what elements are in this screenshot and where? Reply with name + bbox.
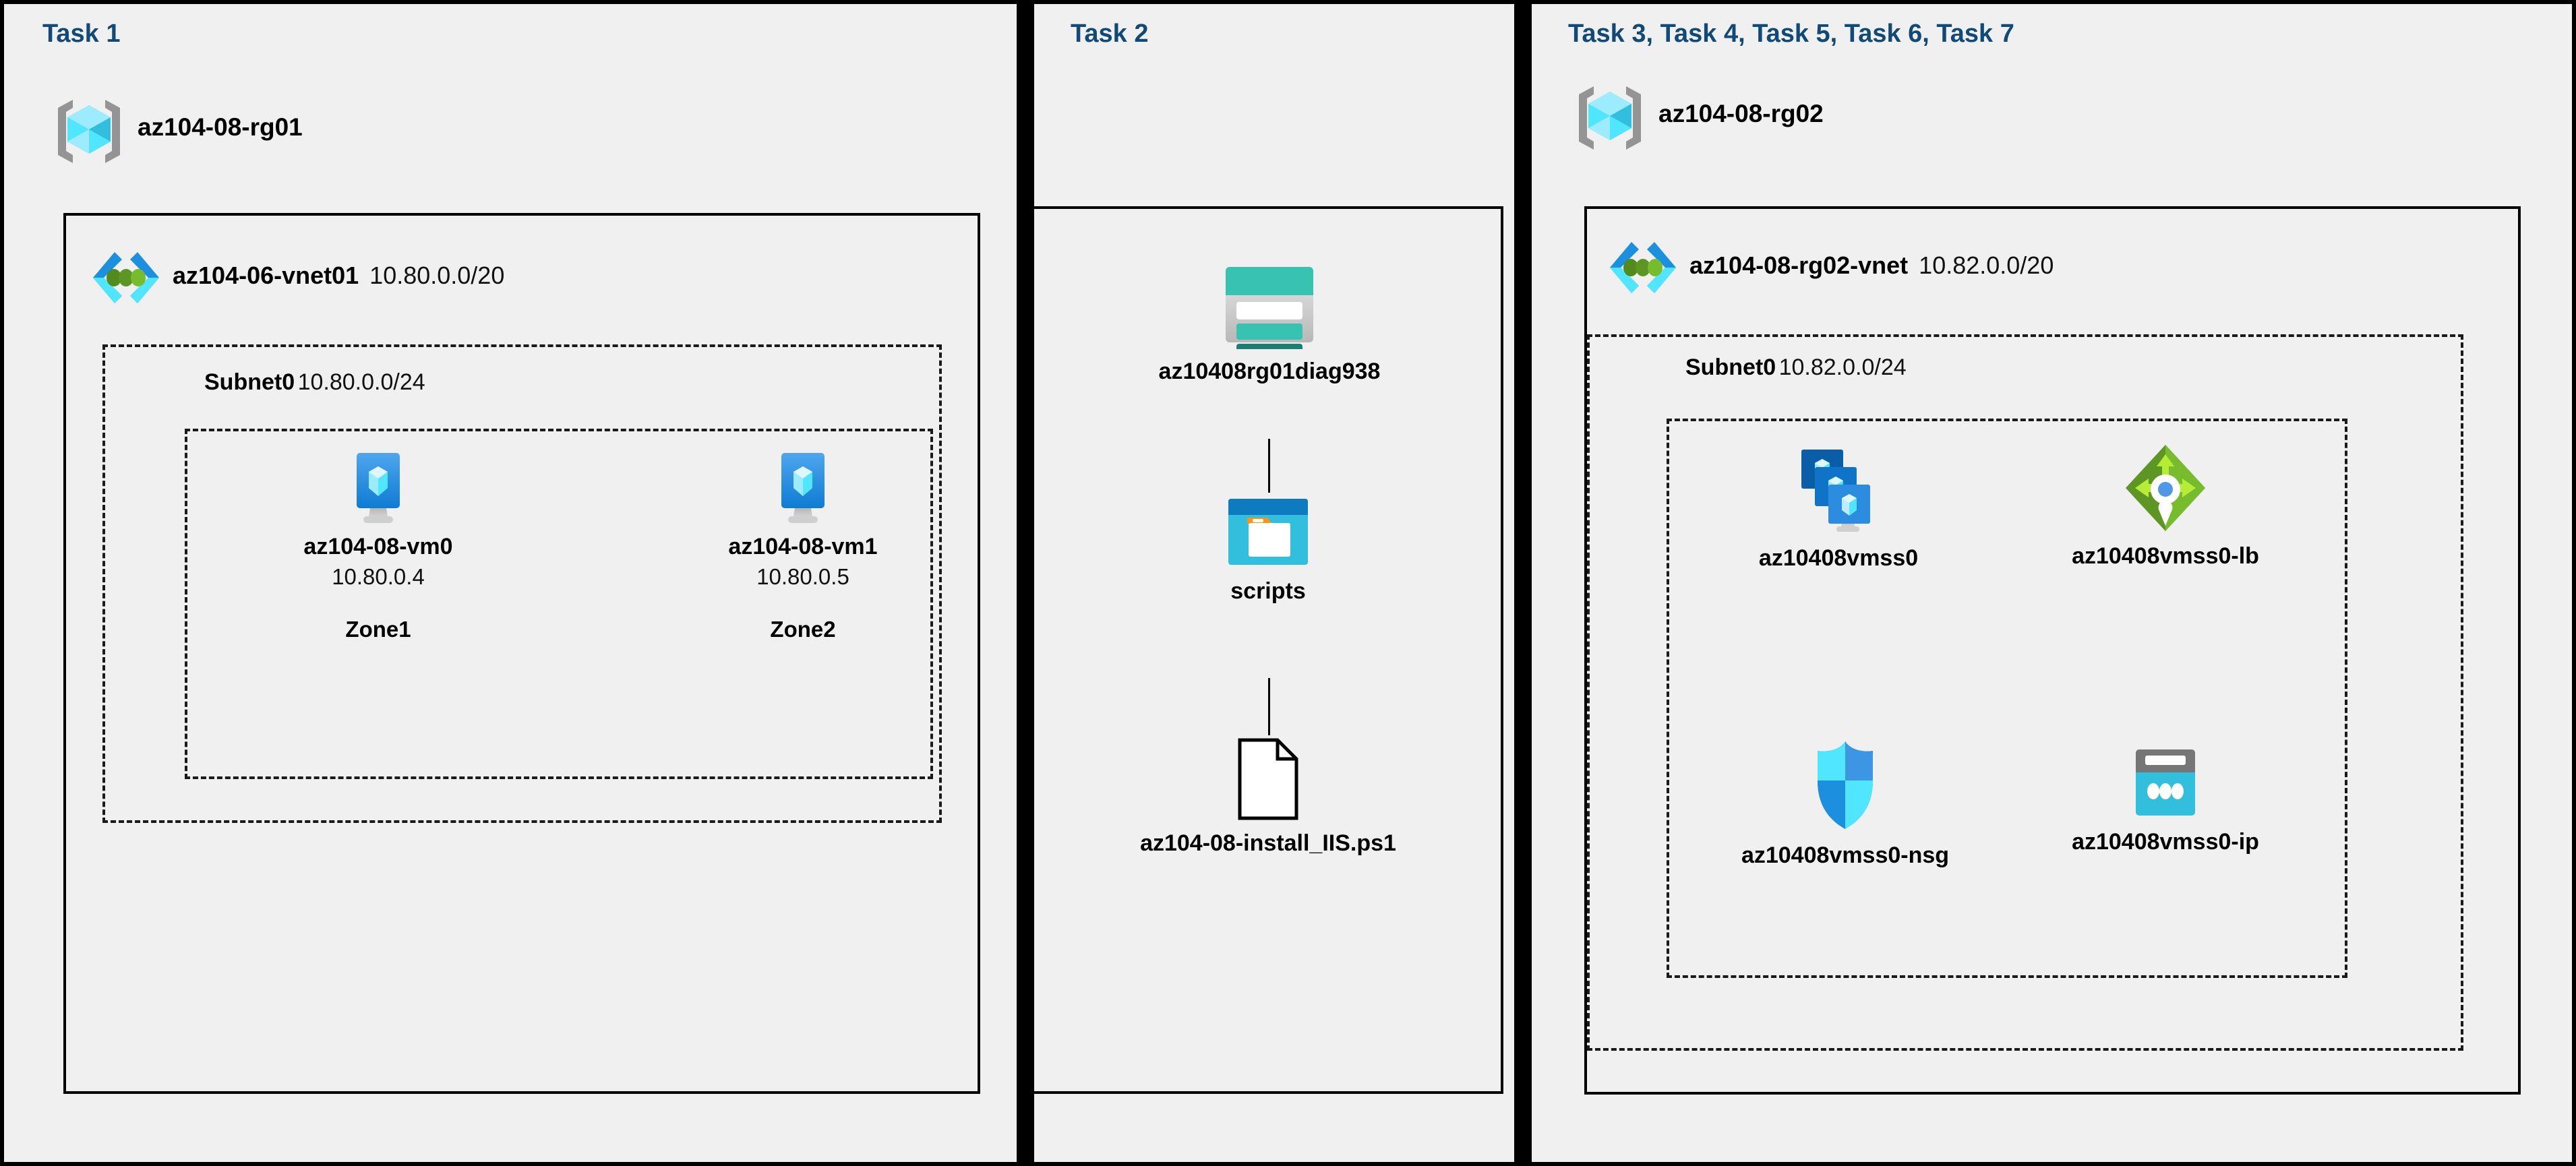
node-az104-08-vm0: az104-08-vm0 10.80.0.4 Zone1	[294, 449, 462, 642]
vnet-box-rg01	[63, 213, 980, 1094]
vm-zone-group-box	[185, 429, 933, 779]
subnet-box-rg02	[1587, 334, 2463, 1051]
task-2-heading: Task 2	[1071, 20, 1149, 48]
task-3-7-panel: Task 3, Task 4, Task 5, Task 6, Task 7 a…	[1532, 0, 2576, 1166]
subnet-name-rg02: Subnet0	[1685, 355, 1776, 380]
node-scripts: scripts	[1167, 495, 1369, 605]
vnet-cidr-az104-08-rg02-vnet: 10.82.0.0/20	[1919, 251, 2054, 279]
node-label-az10408rg01diag938: az10408rg01diag938	[1158, 359, 1381, 384]
node-az10408rg01diag938: az10408rg01diag938	[1151, 260, 1387, 385]
load-balancer-icon	[2123, 442, 2208, 534]
vnet-name-az104-08-rg02-vnet: az104-08-rg02-vnet	[1689, 251, 1909, 279]
virtual-network-icon	[1607, 230, 1679, 301]
vnet-header-az104-08-rg02-vnet: az104-08-rg02-vnet 10.82.0.0/20	[1607, 230, 2054, 301]
resource-group-name-rg02: az104-08-rg02	[1658, 100, 1824, 127]
subnet-header-rg01: Subnet0 10.80.0.0/24	[204, 369, 425, 396]
vnet-name-az104-06-vnet01: az104-06-vnet01	[173, 262, 359, 289]
public-ip-address-icon	[2128, 745, 2203, 820]
panel-divider-left	[1017, 0, 1034, 1166]
subnet-header-rg02: Subnet0 10.82.0.0/24	[1685, 355, 1907, 381]
virtual-machine-icon	[342, 449, 415, 524]
file-icon	[1236, 737, 1300, 821]
task-2-panel: Task 2	[1034, 0, 1514, 1166]
vmss-resource-group-box	[1667, 419, 2347, 978]
storage-account-icon	[1222, 260, 1317, 349]
node-az104-08-install-iis-ps1: az104-08-install_IIS.ps1	[1110, 737, 1427, 857]
vnet-box-rg02	[1584, 206, 2521, 1095]
virtual-machine-icon	[767, 449, 839, 524]
resource-group-name-rg01: az104-08-rg01	[138, 113, 303, 141]
node-ip-az104-08-vm0: 10.80.0.4	[332, 564, 425, 589]
connector-storage-to-container	[1268, 439, 1270, 493]
subnet-name-rg01: Subnet0	[204, 369, 295, 395]
node-label-az10408vmss0-ip: az10408vmss0-ip	[2072, 829, 2259, 855]
subnet-box-rg01	[102, 344, 942, 823]
blob-container-icon	[1226, 495, 1311, 569]
vnet-header-az104-06-vnet01: az104-06-vnet01 10.80.0.0/20	[90, 240, 504, 311]
resource-group-header-rg01: az104-08-rg01	[53, 90, 303, 164]
connector-container-to-file	[1268, 678, 1270, 735]
node-az10408vmss0: az10408vmss0	[1710, 446, 1967, 572]
node-az10408vmss0-lb: az10408vmss0-lb	[2031, 442, 2300, 570]
task-3-7-heading: Task 3, Task 4, Task 5, Task 6, Task 7	[1568, 20, 2014, 48]
node-az10408vmss0-nsg: az10408vmss0-nsg	[1710, 739, 1980, 869]
panel-divider-right	[1514, 0, 1532, 1166]
node-label-az104-08-install-iis-ps1: az104-08-install_IIS.ps1	[1140, 830, 1396, 856]
network-security-group-icon	[1812, 739, 1878, 833]
node-label-az104-08-vm1: az104-08-vm1	[728, 534, 878, 559]
task-2-content-box	[1034, 206, 1503, 1094]
node-label-az104-08-vm0: az104-08-vm0	[303, 534, 453, 559]
resource-group-icon	[1574, 77, 1646, 151]
node-zone-az104-08-vm0: Zone1	[345, 617, 411, 642]
node-ip-az104-08-vm1: 10.80.0.5	[756, 564, 849, 589]
node-label-az10408vmss0-nsg: az10408vmss0-nsg	[1741, 842, 1950, 868]
node-az104-08-vm1: az104-08-vm1 10.80.0.5 Zone2	[719, 449, 887, 642]
node-zone-az104-08-vm1: Zone2	[770, 617, 836, 642]
node-label-scripts: scripts	[1230, 578, 1306, 604]
task-1-heading: Task 1	[42, 20, 121, 48]
task-1-panel: Task 1 az104-08-rg01	[0, 0, 1017, 1166]
vnet-cidr-az104-06-vnet01: 10.80.0.0/20	[369, 262, 505, 289]
node-label-az10408vmss0-lb: az10408vmss0-lb	[2072, 543, 2259, 569]
resource-group-icon	[53, 90, 125, 164]
subnet-cidr-rg02: 10.82.0.0/24	[1778, 355, 1907, 380]
node-label-az10408vmss0: az10408vmss0	[1758, 545, 1919, 571]
subnet-cidr-rg01: 10.80.0.0/24	[297, 369, 425, 395]
resource-group-header-rg02: az104-08-rg02	[1574, 77, 1824, 151]
vm-scale-set-icon	[1793, 446, 1884, 536]
node-az10408vmss0-ip: az10408vmss0-ip	[2031, 745, 2300, 855]
virtual-network-icon	[90, 240, 162, 311]
